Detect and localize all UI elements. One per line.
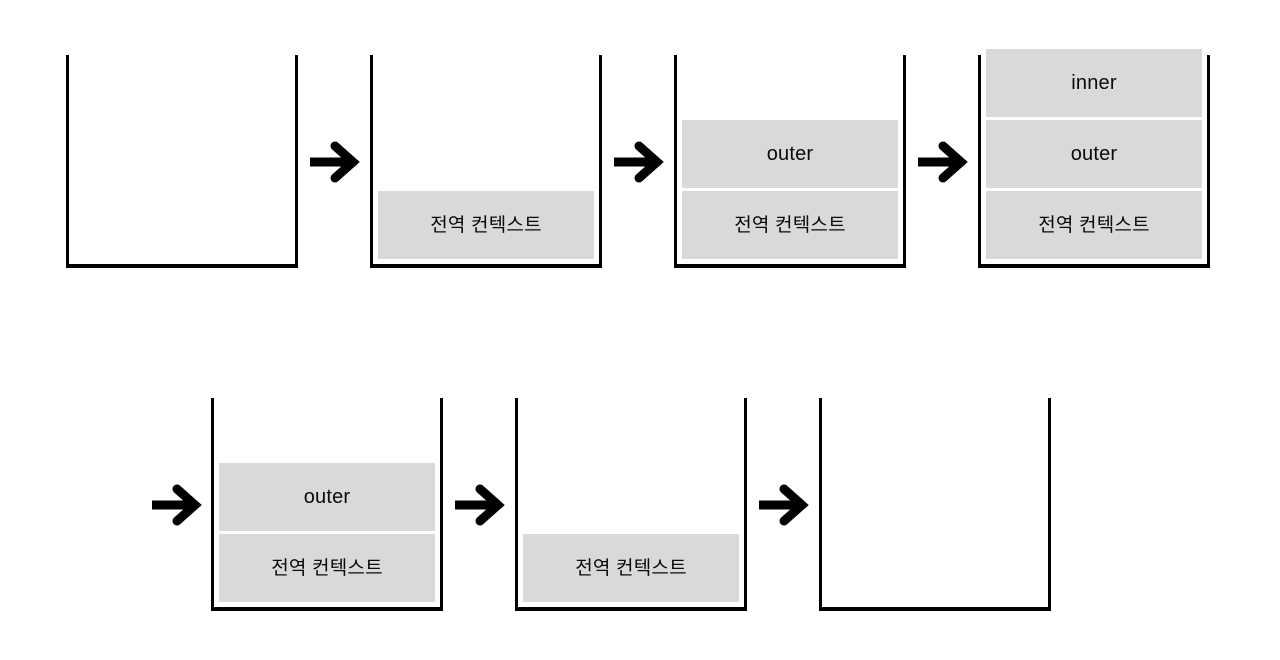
transition-arrow xyxy=(602,55,674,268)
transition-arrow xyxy=(906,55,978,268)
transition-arrow xyxy=(140,399,211,611)
arrow-right-icon xyxy=(759,484,809,526)
execution-context-frame: 전역 컨텍스트 xyxy=(523,534,739,602)
arrow-right-icon xyxy=(455,484,505,526)
execution-context-frame: outer xyxy=(219,463,435,531)
execution-context-frame: outer xyxy=(682,120,898,188)
transition-arrow xyxy=(747,399,819,611)
execution-context-frame: inner xyxy=(986,49,1202,117)
call-stack-container: 전역 컨텍스트 xyxy=(370,55,602,268)
arrow-right-icon xyxy=(151,484,202,526)
execution-context-frame: 전역 컨텍스트 xyxy=(378,191,594,259)
arrow-right-icon xyxy=(614,141,664,182)
transition-arrow xyxy=(298,55,370,268)
execution-context-frame: 전역 컨텍스트 xyxy=(219,534,435,602)
arrow-right-icon xyxy=(310,141,360,182)
execution-context-frame: 전역 컨텍스트 xyxy=(986,191,1202,259)
call-stack-container: 전역 컨텍스트 xyxy=(515,398,747,611)
transition-arrow xyxy=(443,399,515,611)
arrow-right-icon xyxy=(918,141,968,182)
execution-context-frame: outer xyxy=(986,120,1202,188)
call-stack-container xyxy=(66,55,298,268)
call-stack-container xyxy=(819,398,1051,611)
execution-context-frame: 전역 컨텍스트 xyxy=(682,191,898,259)
